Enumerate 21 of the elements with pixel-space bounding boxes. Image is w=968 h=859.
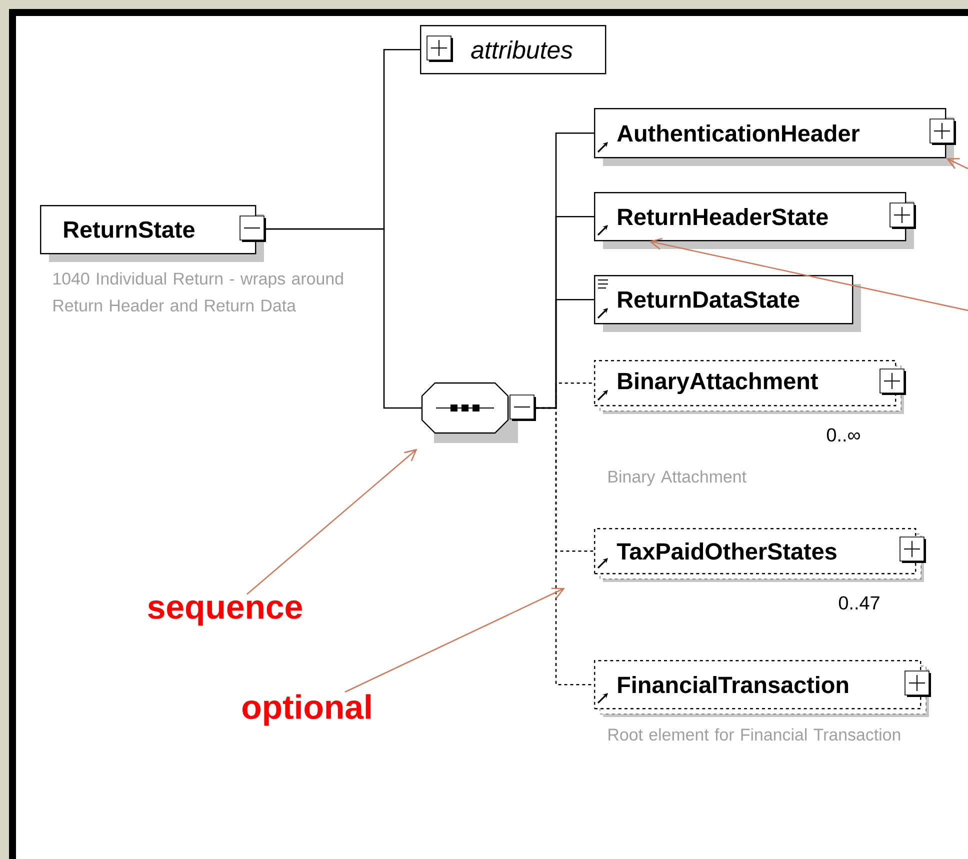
annotation-arrow (246, 448, 418, 595)
element-box: BinaryAttachment (594, 360, 904, 414)
multiplicity-label: 0..47 (838, 596, 880, 610)
connector-line (536, 298, 594, 409)
element-box: ReturnState (40, 205, 264, 262)
description-text: 1040 Individual Return - wraps around Return Header and Return Data (54, 272, 343, 312)
annotation-label: optional (242, 694, 370, 726)
element-box: AuthenticationHeader (594, 108, 954, 166)
description-text: Root element for Financial Transaction (608, 728, 900, 741)
element-box: FinancialTransaction (594, 660, 929, 717)
connector-line (266, 228, 422, 409)
connector-line (536, 407, 594, 686)
element-box: ReturnDataState (594, 275, 861, 332)
element-box: ReturnHeaderState (594, 192, 914, 249)
element-box: attributes (420, 25, 606, 74)
element-box: TaxPaidOtherStates (594, 528, 924, 582)
annotation-arrow (344, 588, 565, 693)
annotation-label: sequence (148, 600, 302, 626)
multiplicity-label: 0..∞ (826, 428, 860, 442)
description-text: Binary Attachment (608, 470, 746, 486)
annotation-arrow (649, 238, 968, 313)
